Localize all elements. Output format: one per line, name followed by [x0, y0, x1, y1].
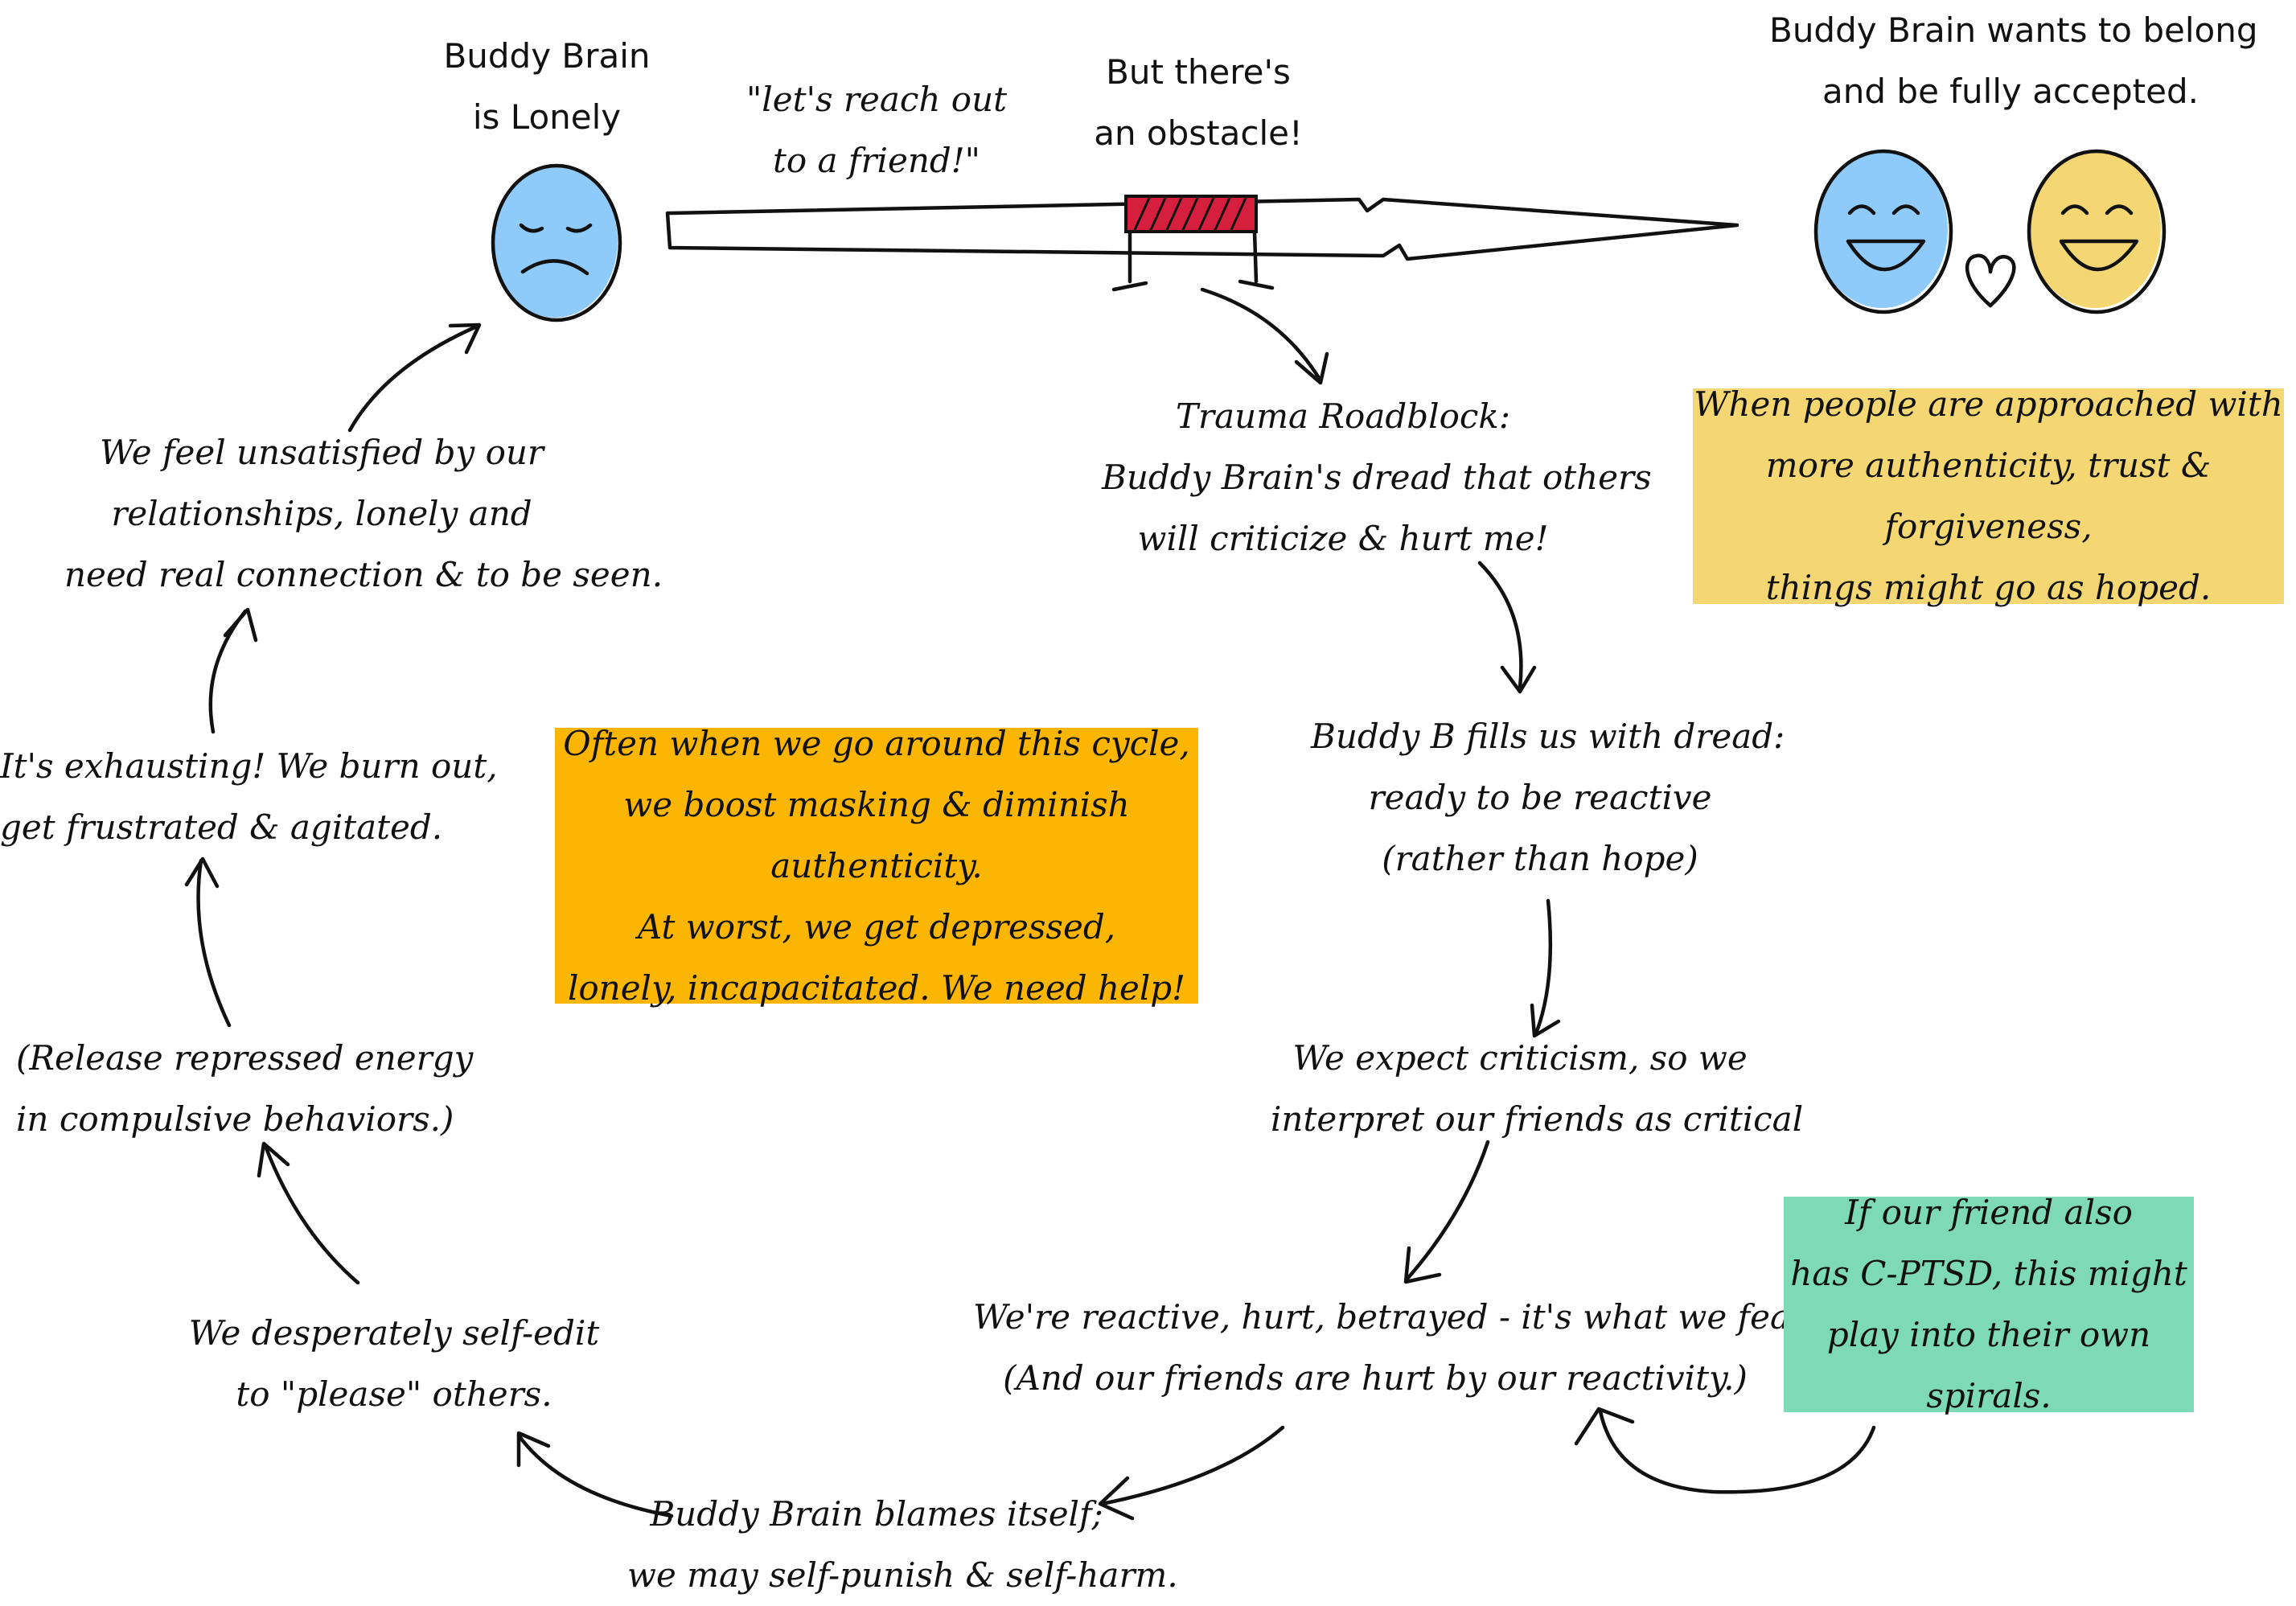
reach-out-line-2: to a friend!"	[773, 141, 980, 180]
note-friend: If our friend also has C-PTSD, this migh…	[1784, 1193, 2194, 1415]
note-cycle: Often when we go around this cycle, we b…	[555, 724, 1198, 1008]
note-hope: When people are approached with more aut…	[1693, 384, 2284, 607]
note-cycle-line-4: lonely, incapacitated. We need help!	[567, 967, 1186, 1008]
roadblock-line-3: will criticize & hurt me!	[1137, 519, 1549, 558]
exhausting-label: It's exhausting! We burn out, get frustr…	[0, 736, 498, 858]
release-line-1: (Release repressed energy	[16, 1038, 474, 1078]
roadblock-label: Trauma Roadblock: Buddy Brain's dread th…	[1102, 386, 1652, 569]
happy-face-yellow-icon	[2027, 149, 2167, 314]
blame-line-1: Buddy Brain blames itself;	[650, 1494, 1103, 1534]
release-label: (Release repressed energy in compulsive …	[16, 1028, 474, 1150]
goal-label: Buddy Brain wants to belong and be fully…	[1769, 0, 2258, 122]
dread-line-3: (rather than hope)	[1382, 839, 1698, 878]
reactive-line-2: (And our friends are hurt by our reactiv…	[1003, 1358, 1748, 1398]
note-cycle-line-3: At worst, we get depressed,	[637, 906, 1116, 947]
note-hope-line-2: more authenticity, trust & forgiveness,	[1765, 446, 2212, 546]
note-hope-line-3: things might go as hoped.	[1765, 568, 2212, 607]
heart-icon	[1965, 253, 2016, 308]
happy-face-blue-icon	[1813, 149, 1953, 314]
dread-line-1: Buddy B fills us with dread:	[1311, 717, 1785, 756]
reactive-line-1: We're reactive, hurt, betrayed - it's wh…	[973, 1297, 1862, 1337]
reach-out-label: "let's reach out to a friend!"	[740, 69, 1013, 191]
obstacle-line-1: But there's	[1106, 52, 1291, 92]
start-line-2: is Lonely	[472, 97, 622, 137]
obstacle-line-2: an obstacle!	[1094, 113, 1303, 153]
self-edit-line-1: We desperately self-edit	[188, 1313, 600, 1353]
obstacle-label: But there's an obstacle!	[1078, 42, 1319, 164]
note-hope-line-1: When people are approached with	[1694, 384, 2283, 424]
expect-line-1: We expect criticism, so we	[1292, 1038, 1748, 1078]
self-edit-line-2: to "please" others.	[236, 1374, 552, 1414]
roadblock-line-1: Trauma Roadblock:	[1176, 396, 1510, 436]
blame-label: Buddy Brain blames itself; we may self-p…	[627, 1484, 1178, 1606]
goal-line-1: Buddy Brain wants to belong	[1769, 10, 2258, 50]
start-label: Buddy Brain is Lonely	[434, 26, 659, 148]
reactive-label: We're reactive, hurt, betrayed - it's wh…	[973, 1287, 1862, 1409]
dread-label: Buddy B fills us with dread: ready to be…	[1311, 706, 1785, 889]
sad-face-icon	[491, 163, 622, 322]
barrier-icon	[1111, 195, 1275, 292]
expect-line-2: interpret our friends as critical	[1271, 1099, 1804, 1139]
unsatisfied-label: We feel unsatisfied by our relationships…	[64, 422, 663, 606]
unsatisfied-line-3: need real connection & to be seen.	[64, 555, 663, 594]
unsatisfied-line-1: We feel unsatisfied by our	[99, 433, 544, 472]
note-friend-line-2: has C-PTSD, this might	[1790, 1254, 2187, 1293]
unsatisfied-line-2: relationships, lonely and	[111, 494, 532, 533]
reach-out-line-1: "let's reach out	[745, 80, 1008, 119]
cycle-arrows	[184, 287, 1876, 1521]
blame-line-2: we may self-punish & self-harm.	[627, 1555, 1178, 1595]
exhausting-line-1: It's exhausting! We burn out,	[0, 746, 498, 786]
note-friend-line-1: If our friend also	[1845, 1193, 2133, 1232]
self-edit-label: We desperately self-edit to "please" oth…	[185, 1303, 603, 1425]
note-friend-line-3: play into their own spirals.	[1826, 1315, 2151, 1415]
note-cycle-line-1: Often when we go around this cycle,	[563, 723, 1190, 763]
goal-line-2: and be fully accepted.	[1822, 72, 2199, 111]
release-line-2: in compulsive behaviors.)	[16, 1099, 454, 1139]
exhausting-line-2: get frustrated & agitated.	[0, 807, 443, 847]
expect-label: We expect criticism, so we interpret our…	[1271, 1028, 1804, 1150]
note-cycle-line-2: we boost masking & diminish authenticity…	[623, 784, 1130, 885]
start-line-1: Buddy Brain	[443, 36, 651, 76]
roadblock-line-2: Buddy Brain's dread that others	[1102, 458, 1652, 497]
dread-line-2: ready to be reactive	[1368, 778, 1712, 817]
